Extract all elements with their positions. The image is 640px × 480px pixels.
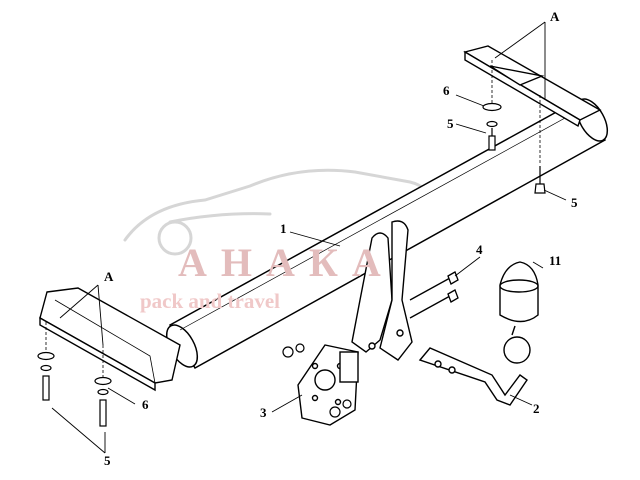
bolts-item-4: [409, 271, 459, 319]
left-fasteners: [37, 351, 112, 427]
callout-5-top: 5: [447, 116, 454, 131]
watermark-brand: АНАКА: [178, 240, 395, 285]
right-side-bracket: [463, 45, 602, 128]
gusset-plate-item-3: [297, 344, 359, 426]
callout-3: 3: [260, 405, 267, 420]
callout-6-top: 6: [443, 83, 450, 98]
center-bracket: [351, 220, 413, 361]
callout-2: 2: [533, 401, 540, 416]
alignment-dashes: [45, 60, 541, 377]
callout-A-left: A: [104, 269, 114, 284]
callout-11: 11: [549, 253, 562, 268]
leader-lines: [51, 21, 567, 454]
tow-ball-neck-item-2: [418, 325, 531, 406]
callout-A-top: A: [550, 9, 560, 24]
watermark-tagline: pack and travel: [140, 289, 281, 313]
callout-4: 4: [476, 242, 483, 257]
left-side-bracket: [39, 287, 181, 392]
callout-1: 1: [280, 221, 287, 236]
callout-5-bottom: 5: [104, 453, 111, 468]
callout-6-bottom: 6: [142, 397, 149, 412]
ball-cover-item-11: [499, 261, 539, 323]
right-fasteners: [482, 102, 546, 194]
nuts-and-washers: [282, 343, 352, 418]
callout-5-right: 5: [571, 195, 578, 210]
crossbar: [165, 97, 609, 370]
